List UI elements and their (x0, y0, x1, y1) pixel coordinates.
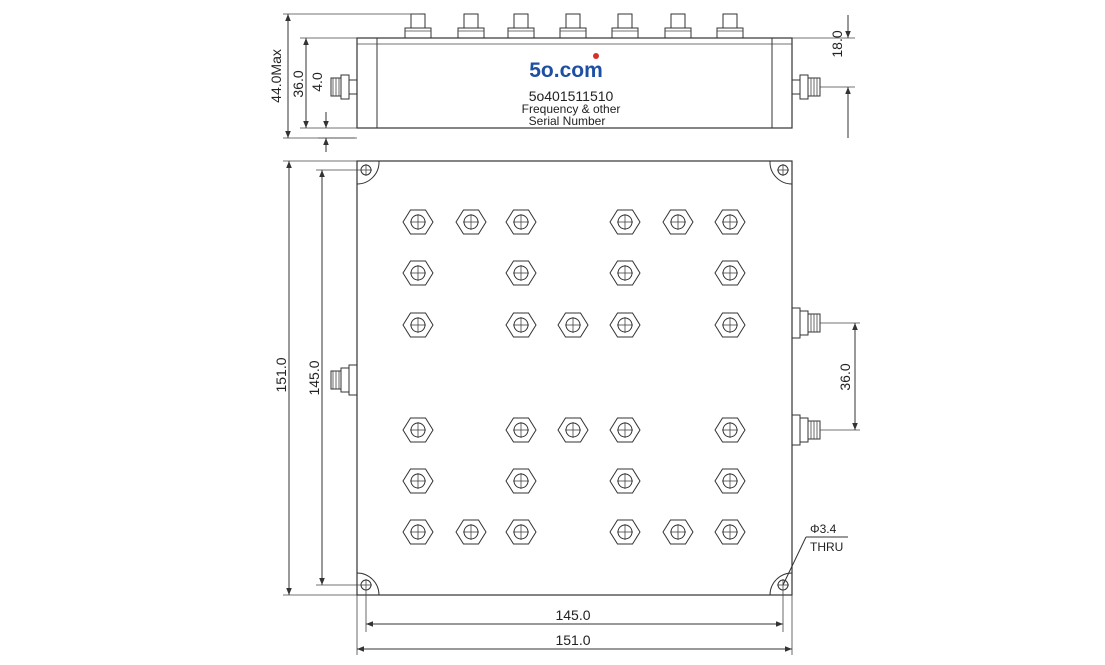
corner-arc (769, 160, 793, 185)
mounting-hole (360, 164, 372, 176)
dim-width-151-horizontal: 151.0 (555, 632, 590, 648)
tuning-screw (505, 519, 537, 545)
tuning-screw (455, 519, 487, 545)
dim-width-145-vertical: 145.0 (306, 360, 322, 395)
tuning-screw (402, 468, 434, 494)
tuning-screw (609, 468, 641, 494)
dim-port-spacing: 36.0 (837, 363, 853, 390)
tuning-screw (609, 417, 641, 443)
left-side-connector (330, 74, 358, 100)
top-connector (457, 13, 485, 39)
input-connector (330, 364, 358, 396)
top-connector (404, 13, 432, 39)
mounting-hole (777, 164, 789, 176)
tuning-screw (714, 312, 746, 338)
top-connector (559, 13, 587, 39)
right-side-connector (791, 74, 821, 100)
top-view: 151.0 145.0 36.0 Φ3.4 THRU 145.0 151.0 (273, 160, 860, 655)
side-view: 5o.com 5o401511510 Frequency & other Ser… (268, 13, 855, 152)
tuning-screw (402, 260, 434, 286)
tuning-screw (402, 209, 434, 235)
tuning-screw (455, 209, 487, 235)
side-view-body (356, 37, 793, 129)
tuning-screw (505, 260, 537, 286)
tuning-screw (714, 417, 746, 443)
tuning-screw (714, 519, 746, 545)
hole-diameter-label: Φ3.4 (810, 522, 837, 536)
tuning-screw (609, 260, 641, 286)
tuning-screw (557, 417, 589, 443)
top-connector (664, 13, 692, 39)
tuning-screw (609, 519, 641, 545)
model-number: 5o401511510 (529, 88, 614, 104)
dim-width-145-horizontal: 145.0 (555, 607, 590, 623)
frequency-label: Frequency & other (522, 102, 621, 116)
tuning-screw (662, 209, 694, 235)
mounting-holes (356, 160, 793, 596)
tuning-screw (402, 417, 434, 443)
top-connector (507, 13, 535, 39)
tuning-screw (662, 519, 694, 545)
tuning-screw (714, 468, 746, 494)
tuning-screw (557, 312, 589, 338)
tuning-screw (505, 312, 537, 338)
tuning-screw (505, 209, 537, 235)
output-connector-1 (791, 307, 821, 339)
tuning-screw (505, 417, 537, 443)
top-connector (716, 13, 744, 39)
tuning-screw (505, 468, 537, 494)
top-connectors (404, 13, 744, 39)
brand-logo-dot (593, 53, 599, 59)
dim-side-18: 18.0 (829, 30, 845, 57)
dim-height-max: 44.0Max (268, 49, 284, 103)
corner-arc (356, 160, 380, 185)
dim-width-151-vertical: 151.0 (273, 357, 289, 392)
serial-number-label: Serial Number (529, 114, 606, 128)
top-connector (611, 13, 639, 39)
tuning-screw (714, 260, 746, 286)
dim-height-4: 4.0 (309, 72, 325, 92)
top-view-body (356, 160, 793, 596)
dim-height-36: 36.0 (290, 70, 306, 97)
brand-logo: 5o.com (529, 59, 603, 82)
tuning-screw (714, 209, 746, 235)
tuning-screw (402, 312, 434, 338)
corner-arc (356, 572, 380, 596)
tuning-screws (402, 209, 746, 545)
output-connector-2 (791, 414, 821, 446)
tuning-screw (402, 519, 434, 545)
tuning-screw (609, 312, 641, 338)
hole-thru-label: THRU (810, 540, 843, 554)
tuning-screw (609, 209, 641, 235)
hole-leader-line (782, 536, 807, 586)
